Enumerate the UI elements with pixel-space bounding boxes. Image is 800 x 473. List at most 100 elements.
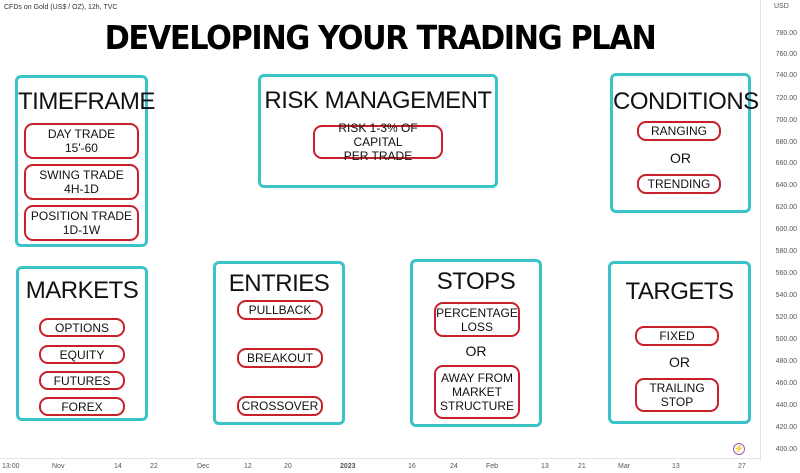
stops-title: STOPS: [436, 268, 516, 295]
pill-line: RISK 1-3% OF CAPITAL: [338, 121, 418, 149]
trailing-stop-pill: TRAILING STOP: [635, 378, 719, 412]
price-tick: 560.00: [775, 270, 797, 277]
time-tick: 22: [150, 463, 158, 470]
price-axis: 780.00 760.00 740.00 720.00 700.00 680.0…: [760, 0, 800, 460]
pill-line: AWAY FROM: [441, 371, 513, 385]
price-tick: 420.00: [775, 424, 797, 431]
price-tick: 480.00: [775, 358, 797, 365]
pill-line: MARKET: [451, 385, 502, 399]
crossover-pill: CROSSOVER: [237, 396, 323, 416]
breakout-pill: BREAKOUT: [237, 348, 323, 368]
price-tick: 780.00: [775, 30, 797, 37]
price-tick: 680.00: [775, 139, 797, 146]
ranging-pill: RANGING: [637, 121, 721, 141]
price-tick: 520.00: [775, 314, 797, 321]
price-tick: 580.00: [775, 248, 797, 255]
pill-line: STOP: [660, 395, 694, 409]
price-tick: 660.00: [775, 160, 797, 167]
targets-box: TARGETS FIXED OR TRAILING STOP: [608, 261, 751, 424]
pill-line: 4H-1D: [64, 182, 99, 196]
page-title: DEVELOPING YOUR TRADING PLAN: [104, 18, 657, 57]
time-tick: 24: [450, 463, 458, 470]
markets-box: MARKETS OPTIONS EQUITY FUTURES FOREX: [16, 266, 148, 421]
pill-line: LOSS: [460, 319, 493, 334]
pill-line: SWING TRADE: [39, 168, 124, 182]
price-tick: 500.00: [775, 336, 797, 343]
time-tick: 2023: [340, 463, 356, 470]
pill-line: STRUCTURE: [440, 399, 514, 413]
pill-line: POSITION TRADE: [30, 209, 133, 223]
price-tick: 400.00: [775, 446, 797, 453]
time-tick: 20: [284, 463, 292, 470]
time-tick: Nov: [52, 463, 65, 470]
risk-management-title: RISK MANAGEMENT: [264, 87, 492, 114]
pill-line: CROSSOVER: [241, 399, 319, 413]
pullback-pill: PULLBACK: [237, 300, 323, 320]
price-tick: 760.00: [775, 51, 797, 58]
targets-title: TARGETS: [625, 278, 734, 305]
options-pill: OPTIONS: [39, 318, 125, 337]
time-tick: 13:00: [2, 463, 20, 470]
price-tick: 460.00: [775, 380, 797, 387]
pill-line: FIXED: [659, 329, 695, 343]
fixed-pill: FIXED: [635, 326, 719, 346]
or-label: OR: [670, 150, 691, 166]
instrument-label: CFDs on Gold (US$ / OZ), 12h, TVC: [4, 4, 118, 11]
pill-line: PERCENTAGE: [436, 305, 518, 320]
or-label: OR: [465, 343, 487, 359]
time-tick: 27: [738, 463, 746, 470]
pill-line: OPTIONS: [54, 320, 109, 335]
position-trade-pill: POSITION TRADE 1D-1W: [24, 205, 139, 241]
pill-line: DAY TRADE: [47, 127, 116, 141]
price-tick: 720.00: [775, 95, 797, 102]
pill-line: EQUITY: [59, 347, 105, 362]
trending-pill: TRENDING: [637, 174, 721, 194]
pill-line: FOREX: [61, 399, 103, 414]
price-tick: 540.00: [775, 292, 797, 299]
equity-pill: EQUITY: [39, 345, 125, 364]
currency-tag[interactable]: USD: [774, 3, 789, 10]
pill-line: FUTURES: [53, 373, 111, 388]
entries-title: ENTRIES: [228, 270, 330, 297]
time-tick: Dec: [197, 463, 210, 470]
pill-line: RANGING: [650, 124, 707, 138]
entries-box: ENTRIES PULLBACK BREAKOUT CROSSOVER: [213, 261, 345, 425]
tradingview-logo-icon[interactable]: ⚡: [733, 443, 745, 455]
timeframe-box: TIMEFRAME DAY TRADE 15'-60 SWING TRADE 4…: [15, 75, 155, 247]
conditions-title: CONDITIONS: [613, 88, 759, 115]
conditions-box: CONDITIONS RANGING OR TRENDING: [610, 73, 759, 213]
price-tick: 740.00: [775, 72, 797, 79]
time-tick: Feb: [486, 463, 499, 470]
risk-management-box: RISK MANAGEMENT RISK 1-3% OF CAPITAL PER…: [258, 74, 498, 188]
or-label: OR: [669, 354, 690, 370]
time-tick: 14: [114, 463, 122, 470]
pill-line: PULLBACK: [248, 303, 312, 317]
pill-line: TRAILING: [649, 381, 705, 395]
time-tick: 16: [408, 463, 416, 470]
price-tick: 600.00: [775, 226, 797, 233]
time-tick: Mar: [618, 463, 631, 470]
stops-box: STOPS PERCENTAGE LOSS OR AWAY FROM MARKE…: [410, 259, 542, 427]
futures-pill: FUTURES: [39, 371, 125, 390]
swing-trade-pill: SWING TRADE 4H-1D: [24, 164, 139, 200]
time-tick: 13: [541, 463, 549, 470]
price-tick: 700.00: [775, 117, 797, 124]
price-tick: 440.00: [775, 402, 797, 409]
market-structure-pill: AWAY FROM MARKET STRUCTURE: [434, 365, 520, 419]
forex-pill: FOREX: [39, 397, 125, 416]
time-tick: 21: [578, 463, 586, 470]
price-tick: 620.00: [775, 204, 797, 211]
pill-line: 15'-60: [65, 141, 98, 155]
pill-line: PER TRADE: [343, 149, 413, 163]
price-tick: 640.00: [775, 182, 797, 189]
time-tick: 12: [244, 463, 252, 470]
day-trade-pill: DAY TRADE 15'-60: [24, 123, 139, 159]
markets-title: MARKETS: [25, 277, 139, 304]
pill-line: 1D-1W: [62, 223, 101, 237]
pill-line: BREAKOUT: [246, 351, 313, 365]
time-axis: 13:00 Nov 14 22 Dec 12 20 2023 16 24 Feb…: [0, 458, 760, 473]
time-tick: 13: [672, 463, 680, 470]
timeframe-title: TIMEFRAME: [18, 88, 155, 115]
risk-pill: RISK 1-3% OF CAPITAL PER TRADE: [313, 121, 443, 163]
percentage-loss-pill: PERCENTAGE LOSS: [434, 302, 520, 337]
